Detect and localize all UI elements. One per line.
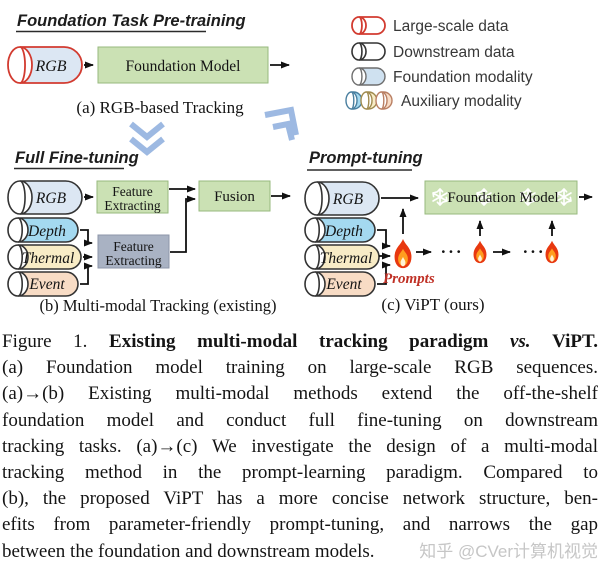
chevron-down-icon	[129, 121, 165, 141]
thermal-cylinder-b	[7, 244, 82, 270]
caption-line-8: efits from parameter-friendly prompt-tun…	[2, 514, 598, 536]
chevron-bend-icon	[272, 120, 295, 141]
arrow-aux-fe-to-fusion	[170, 195, 196, 253]
event-label-c: Event	[325, 276, 362, 293]
legend-icon-downstream-data	[351, 42, 386, 61]
arrow-event-to-prompt	[377, 261, 391, 285]
caption-bold-title: Existing multi-modal tracking paradigm	[109, 331, 489, 352]
section-a-title: Foundation Task Pre-training	[17, 12, 246, 30]
legend-label-foundation: Foundation modality	[393, 69, 533, 86]
event-cylinder-c	[304, 271, 376, 297]
rgb-large-scale-cylinder	[7, 46, 83, 84]
prompts-label: Prompts	[383, 271, 435, 287]
caption-b: (b) Multi-modal Tracking (existing)	[40, 296, 277, 315]
chevron-down-icon	[129, 136, 165, 156]
feature-extracting-aux-line2: Extracting	[105, 253, 161, 268]
feature-extracting-rgb-line1: Feature	[112, 184, 152, 199]
fusion-box	[198, 180, 271, 212]
caption-line-6: tracking method in the prompt-learning p…	[2, 462, 598, 484]
flame-icon	[473, 240, 487, 264]
legend-label-auxiliary: Auxiliary modality	[401, 93, 522, 110]
legend-icon-foundation-modality	[351, 67, 386, 86]
figure-caption: Figure 1. Existing multi-modal tracking …	[0, 322, 600, 565]
caption-line-9: between the foundation and downstream mo…	[2, 540, 375, 562]
event-cylinder-b	[7, 271, 79, 297]
caption-figure-number: Figure 1.	[2, 331, 88, 352]
arrow-event-to-fe	[80, 262, 93, 285]
depth-cylinder-c	[304, 217, 376, 243]
feature-extracting-aux-box	[97, 234, 170, 269]
caption-line-2: (a) Foundation model training on large-s…	[2, 357, 598, 379]
rgb-label-b: RGB	[35, 190, 67, 207]
figure-diagram: Foundation Task Pre-training RGB Foundat…	[7, 12, 593, 315]
fusion-label: Fusion	[214, 189, 255, 205]
legend-icon-aux-thermal	[360, 91, 378, 110]
caption-line-5: tracking tasks. (a)→(c) We investigate t…	[2, 435, 598, 457]
rgb-label-c: RGB	[332, 191, 364, 208]
section-b-title: Full Fine-tuning	[15, 149, 139, 167]
foundation-model-box-a	[97, 46, 269, 84]
caption-a: (a) RGB-based Tracking	[76, 98, 244, 117]
feature-extracting-rgb-line2: Extracting	[104, 198, 160, 213]
arrow-depth-to-prompt	[377, 229, 391, 250]
feature-extracting-rgb-box	[96, 180, 169, 214]
ellipsis-dots: ···	[522, 242, 545, 261]
caption-bold-tail: ViPT.	[552, 331, 599, 352]
rgb-cylinder-b	[7, 180, 83, 215]
caption-line-7: (b), the proposed ViPT has a more concis…	[2, 488, 598, 510]
foundation-model-label-a: Foundation Model	[126, 58, 241, 75]
event-label-b: Event	[28, 276, 65, 293]
depth-cylinder-b	[7, 217, 79, 243]
rgb-label-a: RGB	[34, 58, 66, 75]
thermal-label-c: Thermal	[320, 250, 373, 267]
legend-icon-large-scale-data	[351, 16, 386, 35]
foundation-model-box-c	[424, 180, 578, 215]
depth-label-b: Depth	[27, 223, 66, 240]
depth-label-c: Depth	[324, 223, 363, 240]
legend-icon-aux-event	[375, 91, 393, 110]
ellipsis-dots: ···	[440, 242, 463, 261]
watermark: 知乎 @CVer计算机视觉	[419, 542, 598, 561]
caption-vs: vs.	[509, 331, 531, 352]
caption-c: (c) ViPT (ours)	[381, 295, 484, 314]
chevron-bend-icon	[264, 106, 299, 136]
legend-label-large-scale: Large-scale data	[393, 18, 509, 35]
caption-line-1: Figure 1. Existing multi-modal tracking …	[2, 329, 598, 355]
legend-label-downstream: Downstream data	[393, 44, 515, 61]
flame-icon	[545, 240, 559, 264]
caption-line-4: foundation model and conduct full fine-t…	[2, 409, 598, 431]
arrow-depth-to-fe	[80, 229, 93, 247]
rgb-cylinder-c	[304, 181, 380, 216]
feature-extracting-aux-line1: Feature	[113, 239, 153, 254]
flame-icon	[394, 239, 412, 269]
section-c-title: Prompt-tuning	[309, 149, 423, 167]
thermal-label-b: Thermal	[22, 250, 75, 267]
foundation-model-label-c: Foundation Model	[447, 190, 558, 206]
caption-line-3: (a)→(b) Existing multi-modal methods ext…	[2, 383, 598, 405]
thermal-cylinder-c	[304, 244, 380, 270]
legend-icon-aux-depth	[345, 91, 363, 110]
